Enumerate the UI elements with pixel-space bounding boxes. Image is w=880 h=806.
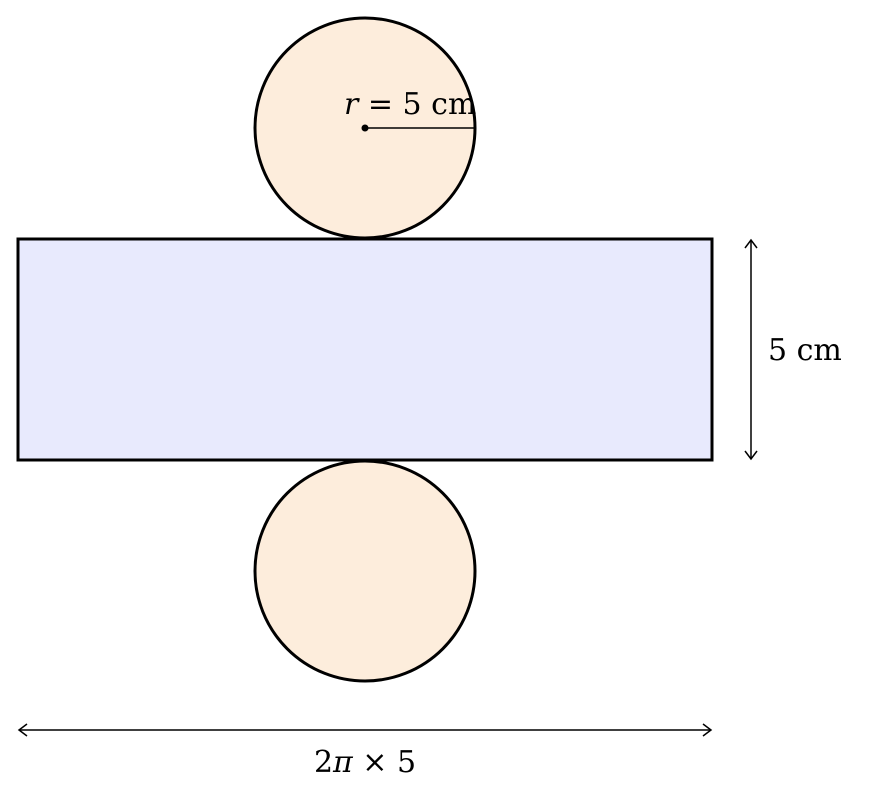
width-label-pi: π xyxy=(332,745,354,780)
bottom-base-circle xyxy=(253,459,477,683)
lateral-surface-rectangle xyxy=(16,237,714,462)
width-label: 2π × 5 xyxy=(314,745,416,780)
width-label-rest: × 5 xyxy=(353,745,416,780)
radius-variable: r xyxy=(344,87,360,122)
height-label: 5 cm xyxy=(768,333,842,368)
width-label-factor: 2 xyxy=(314,745,333,780)
center-point xyxy=(361,124,369,132)
radius-value: = 5 cm xyxy=(358,87,476,122)
height-dimension-arrow xyxy=(744,238,758,461)
width-dimension-arrow xyxy=(17,723,713,737)
radius-label: r = 5 cm xyxy=(344,87,476,122)
